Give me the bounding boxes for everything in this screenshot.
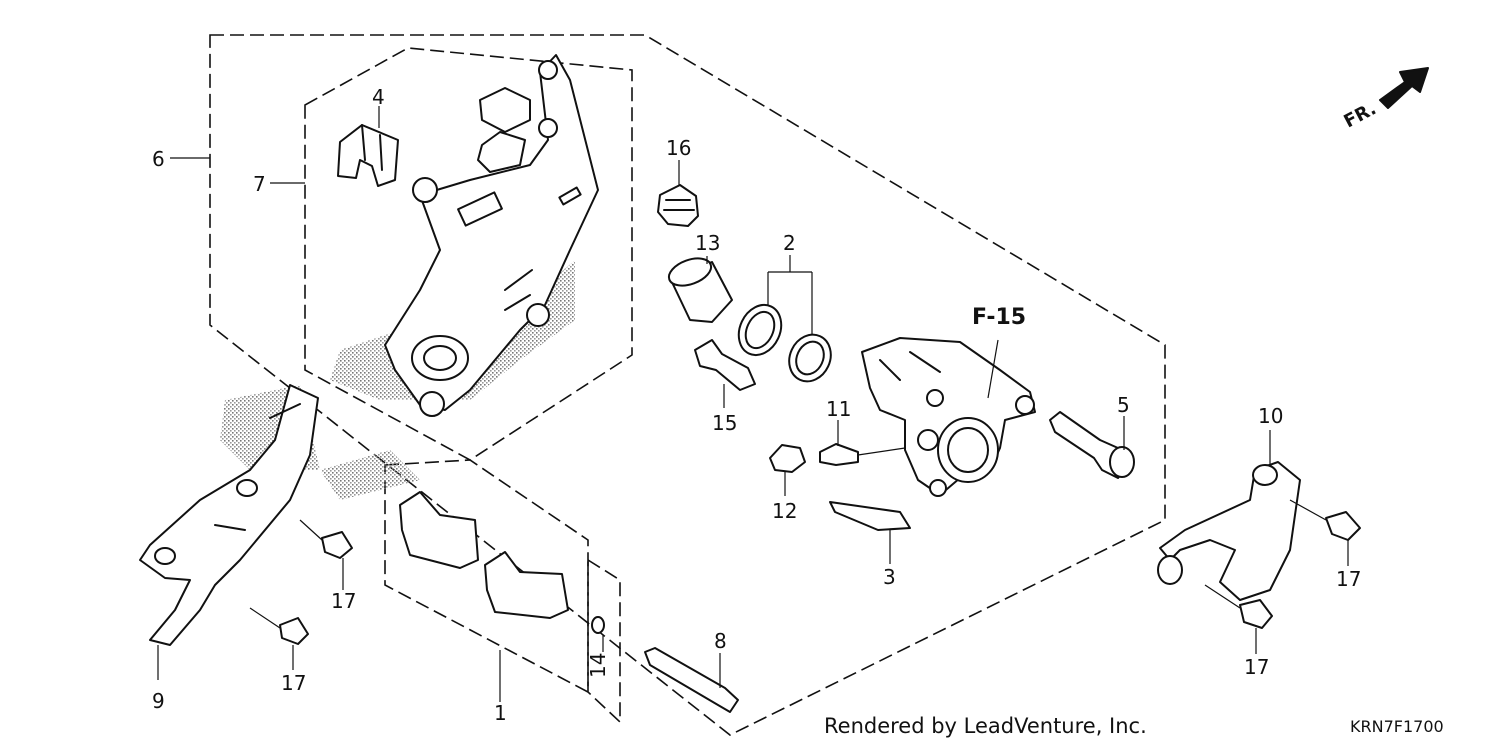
bolt-a: [299, 519, 353, 559]
bolt-b: [249, 607, 309, 645]
assembly-outline-pads: [384, 459, 589, 694]
callout-12: 12: [772, 499, 797, 523]
callout-14: 14: [586, 653, 610, 678]
callout-17b: 17: [281, 671, 306, 695]
assembly-outline-bracket: [304, 47, 633, 461]
callout-11: 11: [826, 397, 851, 421]
piston-seals: [737, 303, 832, 383]
assembly-outline-pin: [587, 558, 621, 724]
callout-13: 13: [695, 231, 720, 255]
callout-7: 7: [253, 172, 266, 196]
callout-5: 5: [1117, 393, 1130, 417]
callouts: 1 2 3 4 5 6 7 8 9 10 11 12 13 14 15 16 1…: [152, 85, 1361, 725]
callout-17a: 17: [331, 589, 356, 613]
callout-8: 8: [714, 629, 727, 653]
callout-6: 6: [152, 147, 165, 171]
bolt-d: [1204, 584, 1273, 629]
retaining-clip: [769, 444, 806, 473]
pad-retainer: [829, 501, 911, 531]
credit-text: Rendered by LeadVenture, Inc.: [824, 714, 1147, 738]
pin-clip: [591, 616, 605, 634]
guide-pin: [1049, 411, 1135, 479]
brake-pads: [399, 491, 569, 619]
slide-pin: [694, 339, 756, 391]
callout-15: 15: [712, 411, 737, 435]
pad-spring: [337, 124, 399, 187]
diagram-code: KRN7F1700: [1350, 717, 1444, 736]
callout-9: 9: [152, 689, 165, 713]
piston: [667, 257, 733, 323]
front-indicator-label: FR.: [1340, 98, 1379, 132]
caliper-cover: [1157, 461, 1301, 601]
callout-1: 1: [494, 701, 507, 725]
bleeder-screw: [819, 443, 906, 466]
pad-pin: [644, 647, 739, 713]
callout-16: 16: [666, 136, 691, 160]
callout-2: 2: [783, 231, 796, 255]
reference-label: F-15: [972, 305, 1026, 330]
assembly-outline-caliper: [209, 34, 1166, 736]
caliper-body: [861, 337, 1036, 497]
bleeder-cap: [657, 184, 699, 227]
bolt-c: [1289, 499, 1361, 541]
callout-17c: 17: [1336, 567, 1361, 591]
leader-lines: [157, 106, 1349, 702]
callout-3: 3: [883, 565, 896, 589]
caliper-guard: [139, 384, 319, 646]
callout-10: 10: [1258, 404, 1283, 428]
callout-17d: 17: [1244, 655, 1269, 679]
caliper-bracket: [384, 54, 599, 417]
callout-4: 4: [372, 85, 385, 109]
front-arrow: FR.: [1340, 67, 1429, 132]
